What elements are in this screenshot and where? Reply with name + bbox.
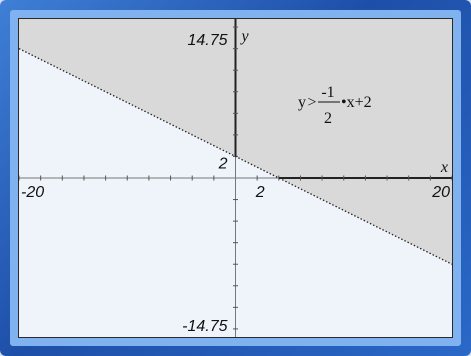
y-tick-label-intercept: 2 (218, 155, 228, 172)
boundary-line (18, 48, 453, 265)
inequality-lhs: y (298, 94, 306, 111)
x-tick-label-mid: 2 (255, 184, 265, 201)
fraction-numerator: -1 (321, 84, 334, 101)
inequality-rhs: •x+2 (341, 94, 372, 111)
graph-panel: 14.75 -14.75 2 -20 20 2 x y y > -1 2 •x+… (18, 18, 453, 338)
x-tick-label-min: -20 (21, 184, 44, 201)
y-axis-label: y (240, 28, 250, 45)
x-axis-label: x (440, 159, 448, 176)
x-tick-label-max: 20 (431, 184, 450, 201)
inequality-annotation: y > -1 2 •x+2 (298, 84, 372, 127)
inequality-graph: 14.75 -14.75 2 -20 20 2 x y y > -1 2 •x+… (18, 19, 453, 337)
y-tick-label-min: -14.75 (182, 318, 227, 335)
inequality-operator: > (307, 94, 316, 111)
fraction-denominator: 2 (324, 110, 332, 127)
y-tick-label-max: 14.75 (187, 32, 227, 49)
